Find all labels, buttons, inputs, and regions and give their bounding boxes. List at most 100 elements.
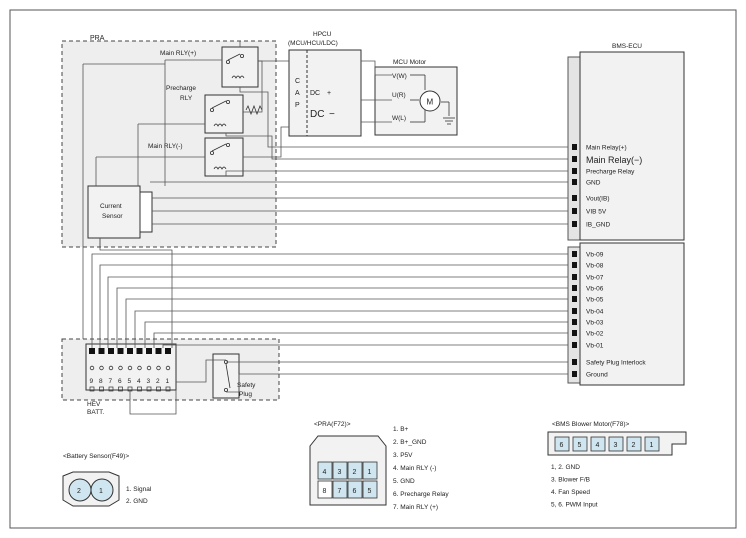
battery-cell-base xyxy=(99,386,104,392)
battery-cell-number: 7 xyxy=(109,378,113,385)
main-relay-minus-box xyxy=(204,137,244,177)
mcu-motor-box xyxy=(374,66,458,136)
battery-cell-base xyxy=(118,386,123,392)
bms-pin-label: Vb-08 xyxy=(586,263,604,270)
bms-pin-terminal xyxy=(572,251,577,257)
bms-pin-terminal xyxy=(572,156,577,162)
battery-cell-terminal xyxy=(165,348,171,354)
blower-connector-pin xyxy=(608,436,624,452)
battery-cell-terminal xyxy=(155,348,162,354)
safety-plug-label-2: Plug xyxy=(239,391,252,398)
bms-pin-terminal xyxy=(572,208,577,214)
bms-pin-label: Vb-09 xyxy=(586,252,604,259)
blower-connector-legend-item: 1, 2. GND xyxy=(551,464,580,471)
battery-cell-number: 6 xyxy=(118,378,122,385)
main-relay-minus-contact xyxy=(209,142,230,170)
blower-connector-pin-number: 3 xyxy=(614,442,618,449)
battery-cell-terminal xyxy=(98,348,105,354)
bms-pin-terminal xyxy=(572,359,577,365)
phase-v-label: V(W) xyxy=(392,73,407,80)
battery-cell-terminal xyxy=(136,348,143,354)
dc-minus-sign: − xyxy=(329,109,335,120)
bms-pin-label: Ground xyxy=(586,372,608,379)
bms-pin-label: Main Relay(−) xyxy=(586,155,642,165)
motor-letter: M xyxy=(427,98,434,107)
battery-cell-number: 2 xyxy=(156,378,160,385)
bms-pin-terminal xyxy=(572,221,577,227)
precharge-relay-label-1: Precharge xyxy=(166,85,196,92)
bms-pin-terminal xyxy=(572,285,577,291)
bms-pin-terminal xyxy=(572,168,577,174)
pra-connector-pin xyxy=(347,461,363,480)
cap-letter-p: P xyxy=(295,102,300,109)
pra-connector-pin-number: 2 xyxy=(353,469,357,476)
precharge-relay-label-2: RLY xyxy=(180,95,193,102)
blower-connector-legend-item: 5, 6. PWM Input xyxy=(551,502,598,509)
battery-cell-base xyxy=(108,386,114,392)
bms-ecu-bottom-box xyxy=(579,242,685,386)
pra-connector-pin xyxy=(332,480,348,499)
precharge-resistor xyxy=(245,104,263,116)
pra-connector-legend-item: 6. Precharge Relay xyxy=(393,491,449,498)
battery-cell-terminal xyxy=(146,348,152,354)
battery-sensor-title: <Battery Sensor(F49)> xyxy=(63,453,129,460)
pra-connector-pin-number: 1 xyxy=(368,469,372,476)
bms-pin-terminal xyxy=(572,195,577,201)
bms-pin-label: Vb-07 xyxy=(586,275,604,282)
current-sensor-box xyxy=(87,185,141,239)
battery-cell-number: 3 xyxy=(147,378,151,385)
pra-connector-pin xyxy=(317,461,333,480)
blower-connector-legend-item: 3. Blower F/B xyxy=(551,477,590,484)
pra-connector-pin xyxy=(362,461,378,480)
pra-connector-pin-number: 6 xyxy=(353,488,357,495)
battery-cell-contact xyxy=(156,365,161,371)
pra-connector-legend-item: 1. B+ xyxy=(393,426,409,433)
phase-u-label: U(R) xyxy=(392,92,406,99)
bms-pin-label: Safety Plug Interlock xyxy=(586,360,646,367)
bms-pin-terminal xyxy=(572,371,577,377)
bms-pin-label: VIB 5V xyxy=(586,209,607,216)
cap-letter-c: C xyxy=(295,78,300,85)
bms-pin-label: IB_GND xyxy=(586,222,611,229)
battery-sensor-pin-2-label: 2 xyxy=(77,488,81,495)
motor-windings xyxy=(410,74,455,125)
pra-connector-pin-number: 5 xyxy=(368,488,372,495)
blower-connector-legend-item: 4. Fan Speed xyxy=(551,489,590,496)
blower-connector-pin xyxy=(554,436,570,452)
pra-connector-legend-item: 3. P5V xyxy=(393,452,413,459)
dc-minus-label: DC xyxy=(310,109,324,120)
bms-ecu-label: BMS-ECU xyxy=(612,43,642,50)
battery-cell-number: 8 xyxy=(99,378,103,385)
battery-sensor-legend-1: 1. Signal xyxy=(126,486,152,493)
bms-pin-terminal xyxy=(572,319,577,325)
precharge-relay-box xyxy=(204,94,244,134)
motor-symbol xyxy=(419,90,441,112)
safety-plug-label-1: Safety xyxy=(237,382,256,389)
dc-plus-sign: + xyxy=(327,90,331,97)
pra-connector-legend-item: 7. Main RLY (+) xyxy=(393,504,438,511)
bms-pin-terminal xyxy=(572,330,577,336)
pra-connector-legend-item: 4. Main RLY (-) xyxy=(393,465,436,472)
blower-connector-pin-number: 2 xyxy=(632,442,636,449)
battery-cell-contact xyxy=(118,365,123,371)
wiring xyxy=(82,41,568,415)
blower-connector-pin xyxy=(590,436,606,452)
pra-connector-legend-item: 5. GND xyxy=(393,478,415,485)
precharge-relay-contact xyxy=(209,100,263,127)
blower-connector-pin xyxy=(572,436,588,452)
pra-connector-title: <PRA(F72)> xyxy=(314,421,351,428)
bms-bottom-pins: Vb-09Vb-08Vb-07Vb-06Vb-05Vb-04Vb-03Vb-02… xyxy=(572,251,646,379)
bms-pin-label: Vb-01 xyxy=(586,343,604,350)
battery-cell-terminal xyxy=(108,348,114,354)
bms-pin-label: Vout(IB) xyxy=(586,196,609,203)
bms-pin-terminal xyxy=(572,342,577,348)
bms-pin-terminal xyxy=(572,144,577,150)
battery-cell-number: 9 xyxy=(90,378,94,385)
battery-cell-contact xyxy=(165,365,171,371)
bms-pin-label: Vb-06 xyxy=(586,286,604,293)
battery-cell-contact xyxy=(108,365,114,371)
bms-pin-terminal xyxy=(572,262,577,268)
